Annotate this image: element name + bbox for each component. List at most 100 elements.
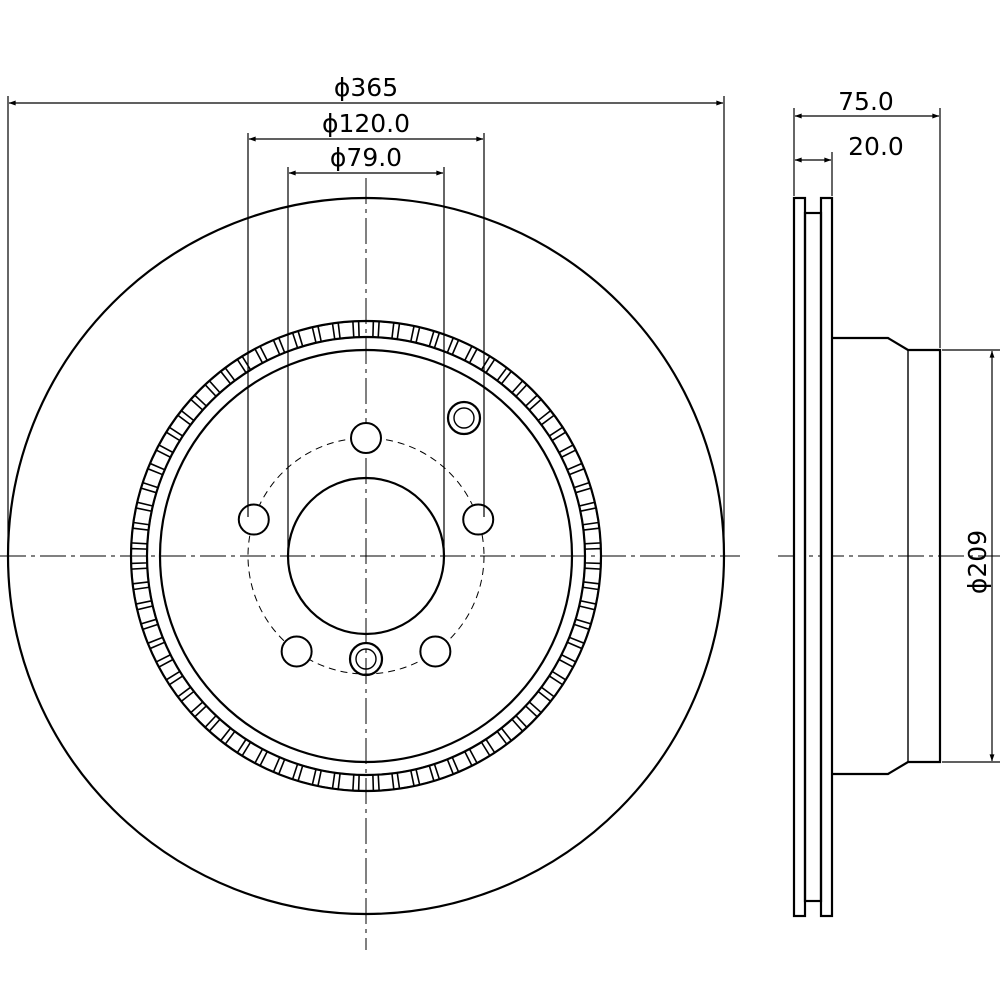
bolt-holes <box>237 422 495 668</box>
vane-tooth <box>277 758 299 781</box>
vane-tooth <box>224 358 248 382</box>
dimension-center-bore-diameter: ϕ79.0 <box>287 143 445 552</box>
vane-tooth <box>528 398 552 422</box>
locating-pin-top-right <box>446 400 482 436</box>
vane-tooth <box>574 605 596 625</box>
vane-tooth <box>208 370 232 394</box>
vane-tooth <box>377 772 395 792</box>
vane-tooth <box>141 467 164 489</box>
vane-tooth <box>551 658 575 681</box>
vane-tooth <box>157 431 181 454</box>
vane-tooth <box>168 674 192 698</box>
vane-tooth <box>528 690 552 714</box>
bolt-hole <box>237 503 270 536</box>
vane-tooth <box>193 704 218 729</box>
vane-tooth <box>130 527 150 545</box>
vane-tooth <box>500 370 524 394</box>
vane-tooth <box>193 383 218 408</box>
bolt-hole <box>462 503 495 536</box>
dimension-center-bore-diameter-label: ϕ79.0 <box>330 143 402 172</box>
vane-tooth <box>582 567 602 585</box>
vane-tooth <box>396 322 416 343</box>
vane-tooth <box>241 347 264 371</box>
disc-outer-edge <box>6 196 726 916</box>
vane-tooth <box>568 623 591 645</box>
vane-tooth <box>148 448 172 471</box>
dimension-bolt-circle-diameter-label: ϕ120.0 <box>322 109 410 138</box>
bolt-hole <box>350 422 382 454</box>
hat-edge <box>158 348 574 764</box>
vane-tooth <box>560 641 584 664</box>
vane-tooth <box>451 750 474 774</box>
dimension-overall-height: 75.0 <box>793 87 941 348</box>
vane-tooth <box>584 547 602 565</box>
side-view: 75.0 20.0 ϕ209 <box>778 87 1000 918</box>
vane-tooth <box>540 674 564 698</box>
friction-plate-right <box>819 196 834 918</box>
dimension-disc-thickness: 20.0 <box>794 132 904 196</box>
dimension-hat-diameter-label: ϕ209 <box>963 530 992 594</box>
vane-tooth <box>415 326 435 348</box>
center-bore <box>286 476 446 636</box>
vane-tooth <box>574 487 596 507</box>
vane-tooth <box>451 338 474 362</box>
vane-tooth <box>168 414 192 438</box>
vane-tooth <box>132 586 153 606</box>
vane-tooth <box>579 506 600 526</box>
vane-tooth <box>277 331 299 354</box>
vane-tooth <box>141 623 164 645</box>
vane-tooth <box>357 320 375 338</box>
dimension-hat-diameter: ϕ209 <box>942 349 1000 763</box>
vane-tooth <box>514 383 539 408</box>
vane-tooth <box>568 467 591 489</box>
vane-tooth <box>297 764 317 786</box>
friction-plate-left <box>792 196 807 918</box>
vane-tooth <box>415 764 435 786</box>
vane-gap <box>803 211 823 903</box>
locating-pin-bottom <box>348 641 384 677</box>
vane-tooth <box>433 331 455 354</box>
dimension-overall-height-label: 75.0 <box>838 87 894 116</box>
vane-tooth <box>357 774 375 792</box>
dimension-outer-diameter-label: ϕ365 <box>334 73 398 102</box>
vane-tooth <box>551 431 575 454</box>
vane-ring <box>129 319 603 793</box>
vane-tooth <box>180 690 204 714</box>
dimension-outer-diameter: ϕ365 <box>7 73 725 550</box>
vane-teeth <box>130 320 602 792</box>
vane-tooth <box>560 448 584 471</box>
vane-tooth <box>514 704 539 729</box>
vane-tooth <box>468 741 491 765</box>
vane-tooth <box>258 338 281 362</box>
vane-tooth <box>208 718 232 742</box>
vane-tooth <box>180 398 204 422</box>
vane-tooth <box>484 730 508 754</box>
vane-tooth <box>224 730 248 754</box>
bolt-hole <box>419 635 452 668</box>
vane-tooth <box>316 322 336 343</box>
vane-tooth <box>136 487 158 507</box>
vane-tooth <box>582 527 602 545</box>
vane-tooth <box>337 772 355 792</box>
vane-tooth <box>337 320 355 340</box>
front-view: ϕ365 ϕ120.0 ϕ79.0 <box>0 73 740 950</box>
vane-tooth <box>377 320 395 340</box>
vane-tooth <box>136 605 158 625</box>
vane-tooth <box>500 718 524 742</box>
vane-tooth <box>297 326 317 348</box>
vane-tooth <box>130 567 150 585</box>
vane-tooth <box>579 586 600 606</box>
hat-profile <box>832 336 942 776</box>
vane-tooth <box>132 506 153 526</box>
vane-tooth <box>241 741 264 765</box>
vane-tooth <box>316 769 336 790</box>
vane-tooth <box>258 750 281 774</box>
vane-tooth <box>468 347 491 371</box>
vane-tooth <box>130 547 148 565</box>
vane-tooth <box>396 769 416 790</box>
vane-tooth <box>157 658 181 681</box>
dimension-bolt-circle-diameter: ϕ120.0 <box>247 109 485 517</box>
vane-tooth <box>148 641 172 664</box>
vane-tooth <box>484 358 508 382</box>
